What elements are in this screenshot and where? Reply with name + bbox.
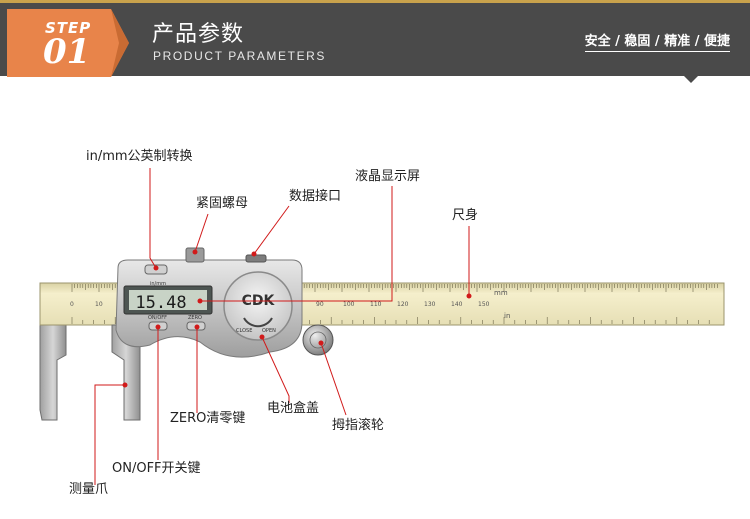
callout-battery-cover: 电池盒盖 (267, 401, 320, 416)
step-badge: STEP 01 (7, 9, 129, 77)
callout-zero-key: ZERO清零键 (170, 411, 246, 426)
scale-label-10: 10 (95, 301, 103, 308)
callout-thumb-wheel: 拇指滚轮 (332, 418, 385, 433)
onoff-button-label: ON/OFF (148, 315, 167, 321)
open-label: OPEN (262, 328, 276, 334)
header-notch (684, 76, 698, 83)
tagline: 安全 / 稳固 / 精准 / 便捷 (584, 30, 730, 52)
section-subtitle: PRODUCT PARAMETERS (153, 49, 327, 63)
close-label: CLOSE (236, 328, 252, 334)
scale-label-100: 100 (343, 301, 355, 308)
data-port (245, 254, 267, 263)
scale-label-140: 140 (451, 301, 463, 308)
scale-label-120: 120 (397, 301, 409, 308)
step-badge-shape (7, 9, 129, 77)
inmm-button-label: in/mm (150, 281, 166, 287)
callout-lcd-screen: 液晶显示屏 (355, 169, 421, 184)
callout-jaws: 测量爪 (69, 482, 109, 497)
lcd-reading: 15.48 (135, 293, 186, 313)
callout-ruler-body: 尺身 (452, 208, 479, 223)
scale-label-0: 0 (70, 301, 74, 308)
battery-cover-arrow (243, 317, 273, 328)
scale-label-90: 90 (316, 301, 324, 308)
callout-lock-nut: 紧固螺母 (196, 196, 249, 211)
step-label: STEP (45, 19, 92, 37)
header-accent-line (0, 0, 750, 3)
scale-label-110: 110 (370, 301, 382, 308)
lock-nut[interactable] (185, 247, 205, 263)
unit-in-label: in (504, 312, 510, 320)
callout-onoff-key: ON/OFF开关键 (112, 461, 201, 476)
leader-lines (94, 168, 470, 485)
thumb-wheel[interactable] (302, 324, 334, 356)
callout-inmm-switch: in/mm公英制转换 (86, 149, 193, 164)
callout-data-port: 数据接口 (289, 189, 342, 204)
zero-button-label: ZERO (188, 315, 202, 321)
unit-mm-label: mm (494, 289, 508, 297)
scale-label-130: 130 (424, 301, 436, 308)
scale-label-150: 150 (478, 301, 490, 308)
caliper-body: in/mm 15.48 ON/OFF ZERO CDK CLOSE OPEN (115, 247, 303, 358)
step-number: 01 (43, 32, 91, 72)
leader-dots (122, 249, 472, 388)
section-header: STEP 01 产品参数 PRODUCT PARAMETERS 安全 / 稳固 … (0, 0, 750, 77)
lcd-screen (129, 290, 207, 310)
caliper-diagram: 0 10 90 100 110 120 130 140 150 mm in in… (0, 76, 750, 519)
caliper-illustration: 0 10 90 100 110 120 130 140 150 mm in in… (39, 168, 725, 485)
battery-cover[interactable] (223, 271, 293, 341)
section-title: 产品参数 (152, 22, 245, 47)
